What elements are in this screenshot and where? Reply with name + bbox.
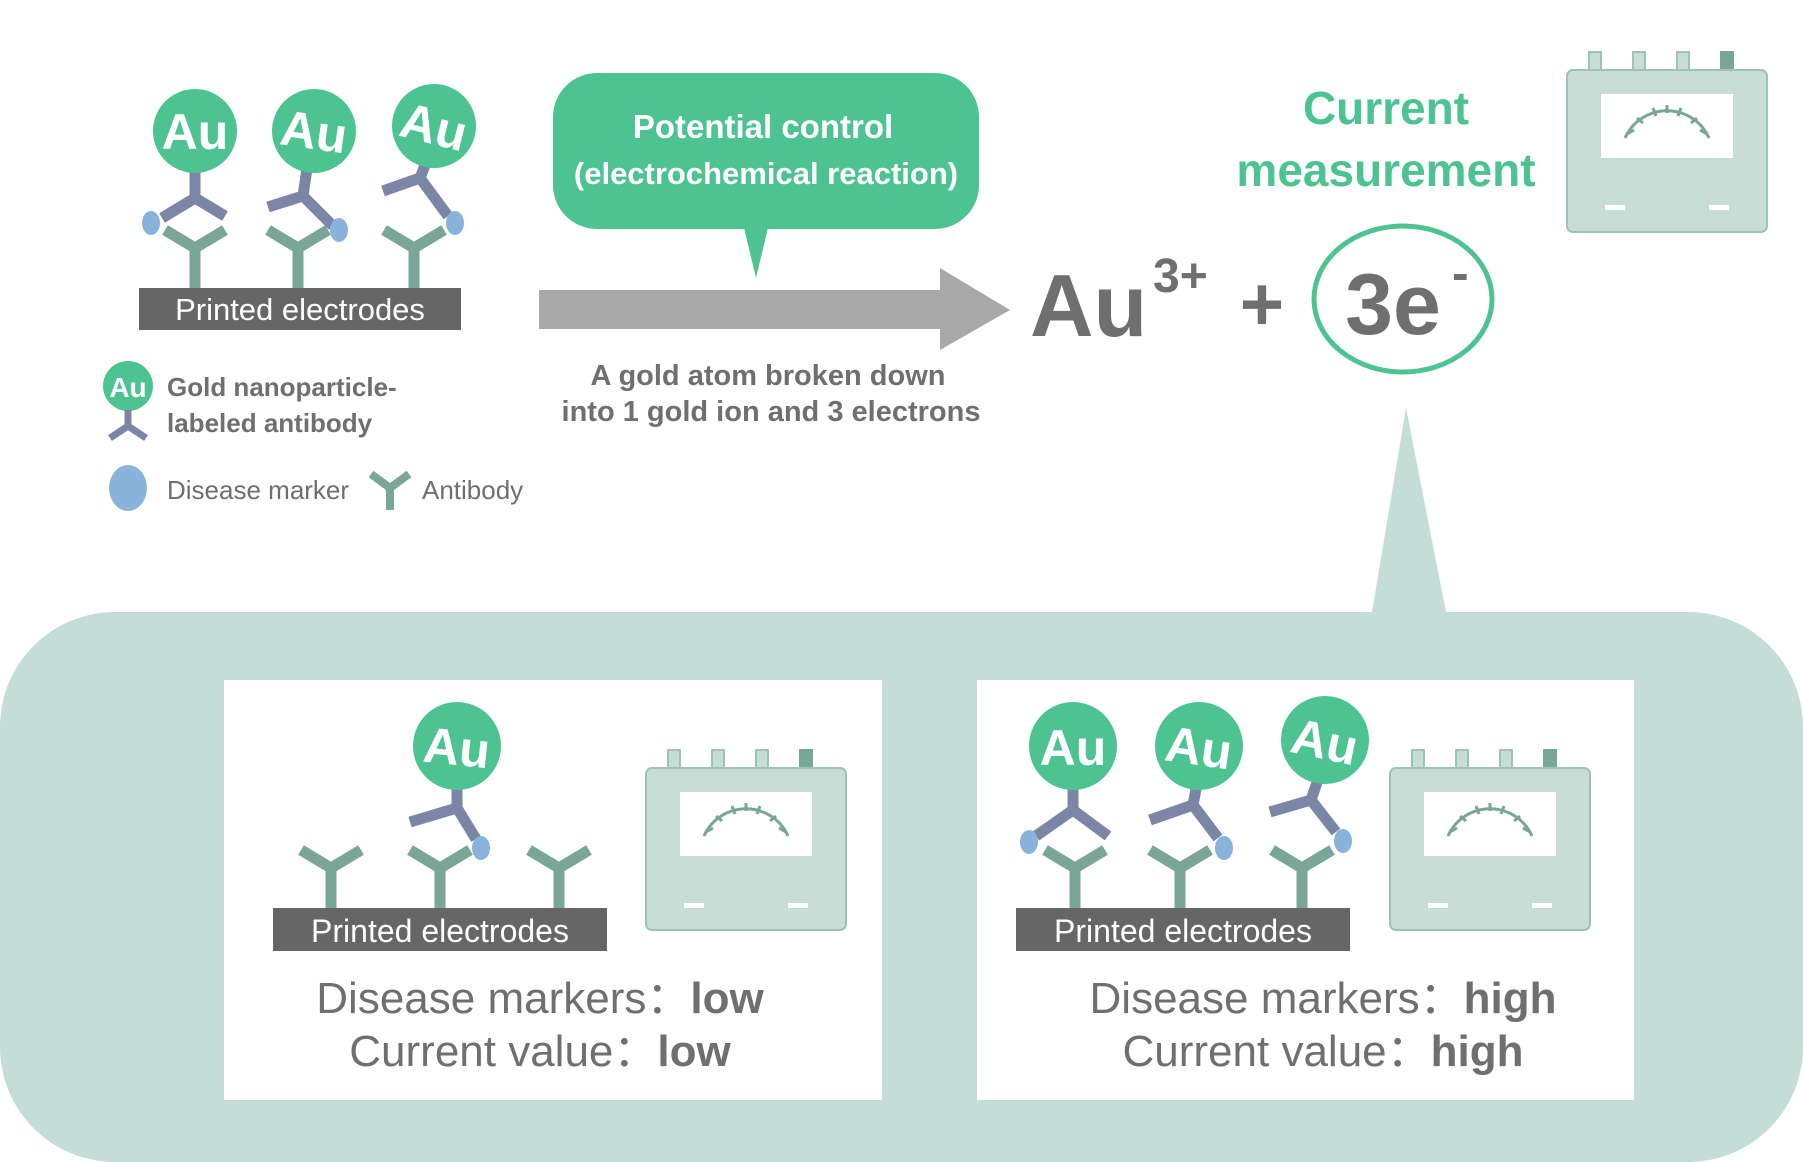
- gold-nanoparticle: [1029, 702, 1117, 790]
- electrode-label: Printed electrodes: [175, 292, 425, 327]
- legend-disease-marker: Disease marker: [167, 475, 349, 505]
- legend-antibody: Antibody: [422, 475, 523, 505]
- gold-nanoparticle: [1281, 696, 1369, 784]
- au-label: Au: [277, 100, 351, 165]
- gold-nanoparticle: [1155, 702, 1243, 790]
- antibody-icon: [165, 230, 225, 288]
- au-label: Au: [1286, 708, 1363, 777]
- arrow-caption-line1: A gold atom broken down: [591, 360, 946, 392]
- antibody-icon: [368, 470, 412, 510]
- equation-charge: 3+: [1153, 250, 1208, 303]
- gold-nanoparticle-icon: [103, 361, 153, 411]
- disease-marker-icon: [1334, 829, 1352, 853]
- au-label: Au: [162, 104, 229, 160]
- labeled-antibody-icon: [108, 410, 148, 441]
- printed-electrode: [139, 288, 461, 330]
- disease-marker-icon: [1020, 830, 1038, 854]
- au-label: Au: [1162, 716, 1236, 781]
- gold-nanoparticle: [153, 89, 237, 173]
- disease-marker-icon: [109, 465, 147, 511]
- top-electrode-assembly: Au Au Au Printed electrodes: [139, 84, 476, 330]
- low-current-line: Current value：low: [349, 1027, 731, 1076]
- reaction-arrow: [539, 268, 1010, 350]
- gold-nanoparticle: [413, 702, 501, 790]
- equation-au: Au: [1030, 256, 1147, 355]
- bubble-line1: Potential control: [633, 108, 893, 145]
- gold-nanoparticle: [392, 84, 476, 168]
- disease-marker-icon: [330, 218, 348, 242]
- measurement-line2: measurement: [1236, 144, 1535, 196]
- electrons-highlight: [1311, 223, 1495, 375]
- au-label: Au: [1040, 720, 1107, 776]
- potential-control-bubble: Potential control (electrochemical react…: [553, 73, 979, 278]
- legend-gold-line2: labeled antibody: [167, 408, 373, 438]
- printed-electrode: [273, 908, 607, 951]
- equation: Au 3+ + 3e -: [1030, 223, 1495, 375]
- au-label: Au: [421, 717, 493, 780]
- legend-au-label: Au: [109, 372, 146, 403]
- bubble-line2: (electrochemical reaction): [574, 156, 958, 191]
- antibody-icon: [384, 230, 444, 288]
- disease-marker-icon: [142, 211, 160, 235]
- arrow-caption-line2: into 1 gold ion and 3 electrons: [562, 396, 981, 428]
- equation-electron-charge: -: [1452, 245, 1469, 301]
- antibody-icon: [268, 230, 328, 288]
- low-markers-line: Disease markers：low: [316, 974, 764, 1023]
- current-meter-icon: [644, 748, 848, 932]
- low-result-card: Au Printed electrodes Disease markers：lo…: [224, 680, 882, 1100]
- legend-gold-line1: Gold nanoparticle-: [167, 372, 397, 402]
- electrode-label: Printed electrodes: [311, 913, 569, 949]
- legend: Au Gold nanoparticle- labeled antibody D…: [103, 361, 523, 511]
- current-meter-icon: [1388, 748, 1592, 932]
- gold-nanoparticle: [272, 89, 356, 173]
- high-current-line: Current value：high: [1123, 1027, 1524, 1076]
- electrode-label: Printed electrodes: [1054, 913, 1312, 949]
- equation-plus: +: [1240, 262, 1284, 347]
- disease-marker-icon: [1215, 836, 1233, 860]
- printed-electrode: [1016, 908, 1350, 951]
- disease-marker-icon: [472, 836, 490, 860]
- current-meter-icon: [1565, 50, 1769, 234]
- disease-marker-icon: [446, 211, 464, 235]
- measurement-line1: Current: [1303, 82, 1469, 134]
- high-result-card: Au Au Au Printed electrodes Disease mark…: [977, 680, 1634, 1100]
- equation-electrons: 3e: [1345, 257, 1441, 353]
- high-markers-line: Disease markers：high: [1090, 974, 1557, 1023]
